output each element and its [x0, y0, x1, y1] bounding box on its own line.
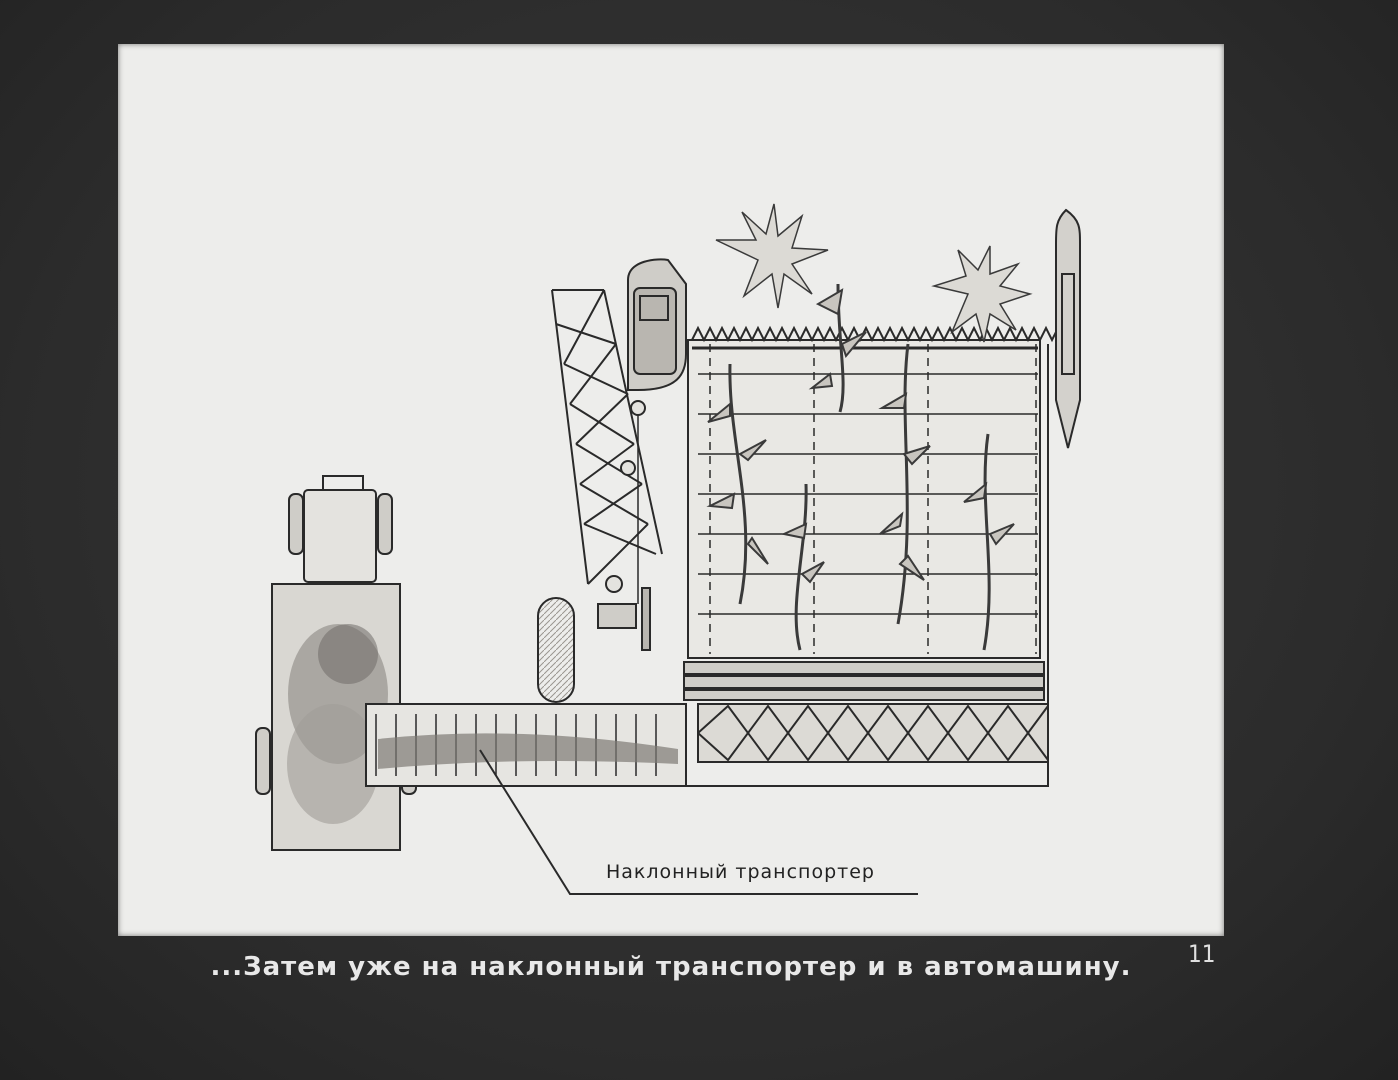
slide-caption: ...Затем уже на наклонный транспортер и …: [210, 952, 1132, 982]
inclined-conveyor: [365, 703, 687, 787]
harvester-diagram: [255, 203, 1081, 895]
truck-body: [255, 583, 417, 851]
callout-line: [479, 749, 918, 895]
sunflower-stalks: [706, 283, 1015, 651]
drive-pulleys: [597, 400, 651, 651]
truck-cab: [288, 475, 393, 583]
auger: [697, 703, 1049, 763]
lower-rollers: [683, 661, 1045, 701]
lattice-mast: [551, 289, 663, 585]
inclined-conveyor-label: Наклонный транспортер: [606, 861, 875, 883]
frame-number: 11: [1188, 940, 1216, 968]
hydraulic-unit: [627, 258, 687, 391]
slide-illustration: [118, 44, 1224, 936]
stalk-frame: [687, 325, 1077, 659]
wheel: [537, 597, 575, 703]
sunflower-heads: [715, 203, 1033, 343]
crop-divider: [1055, 208, 1081, 449]
